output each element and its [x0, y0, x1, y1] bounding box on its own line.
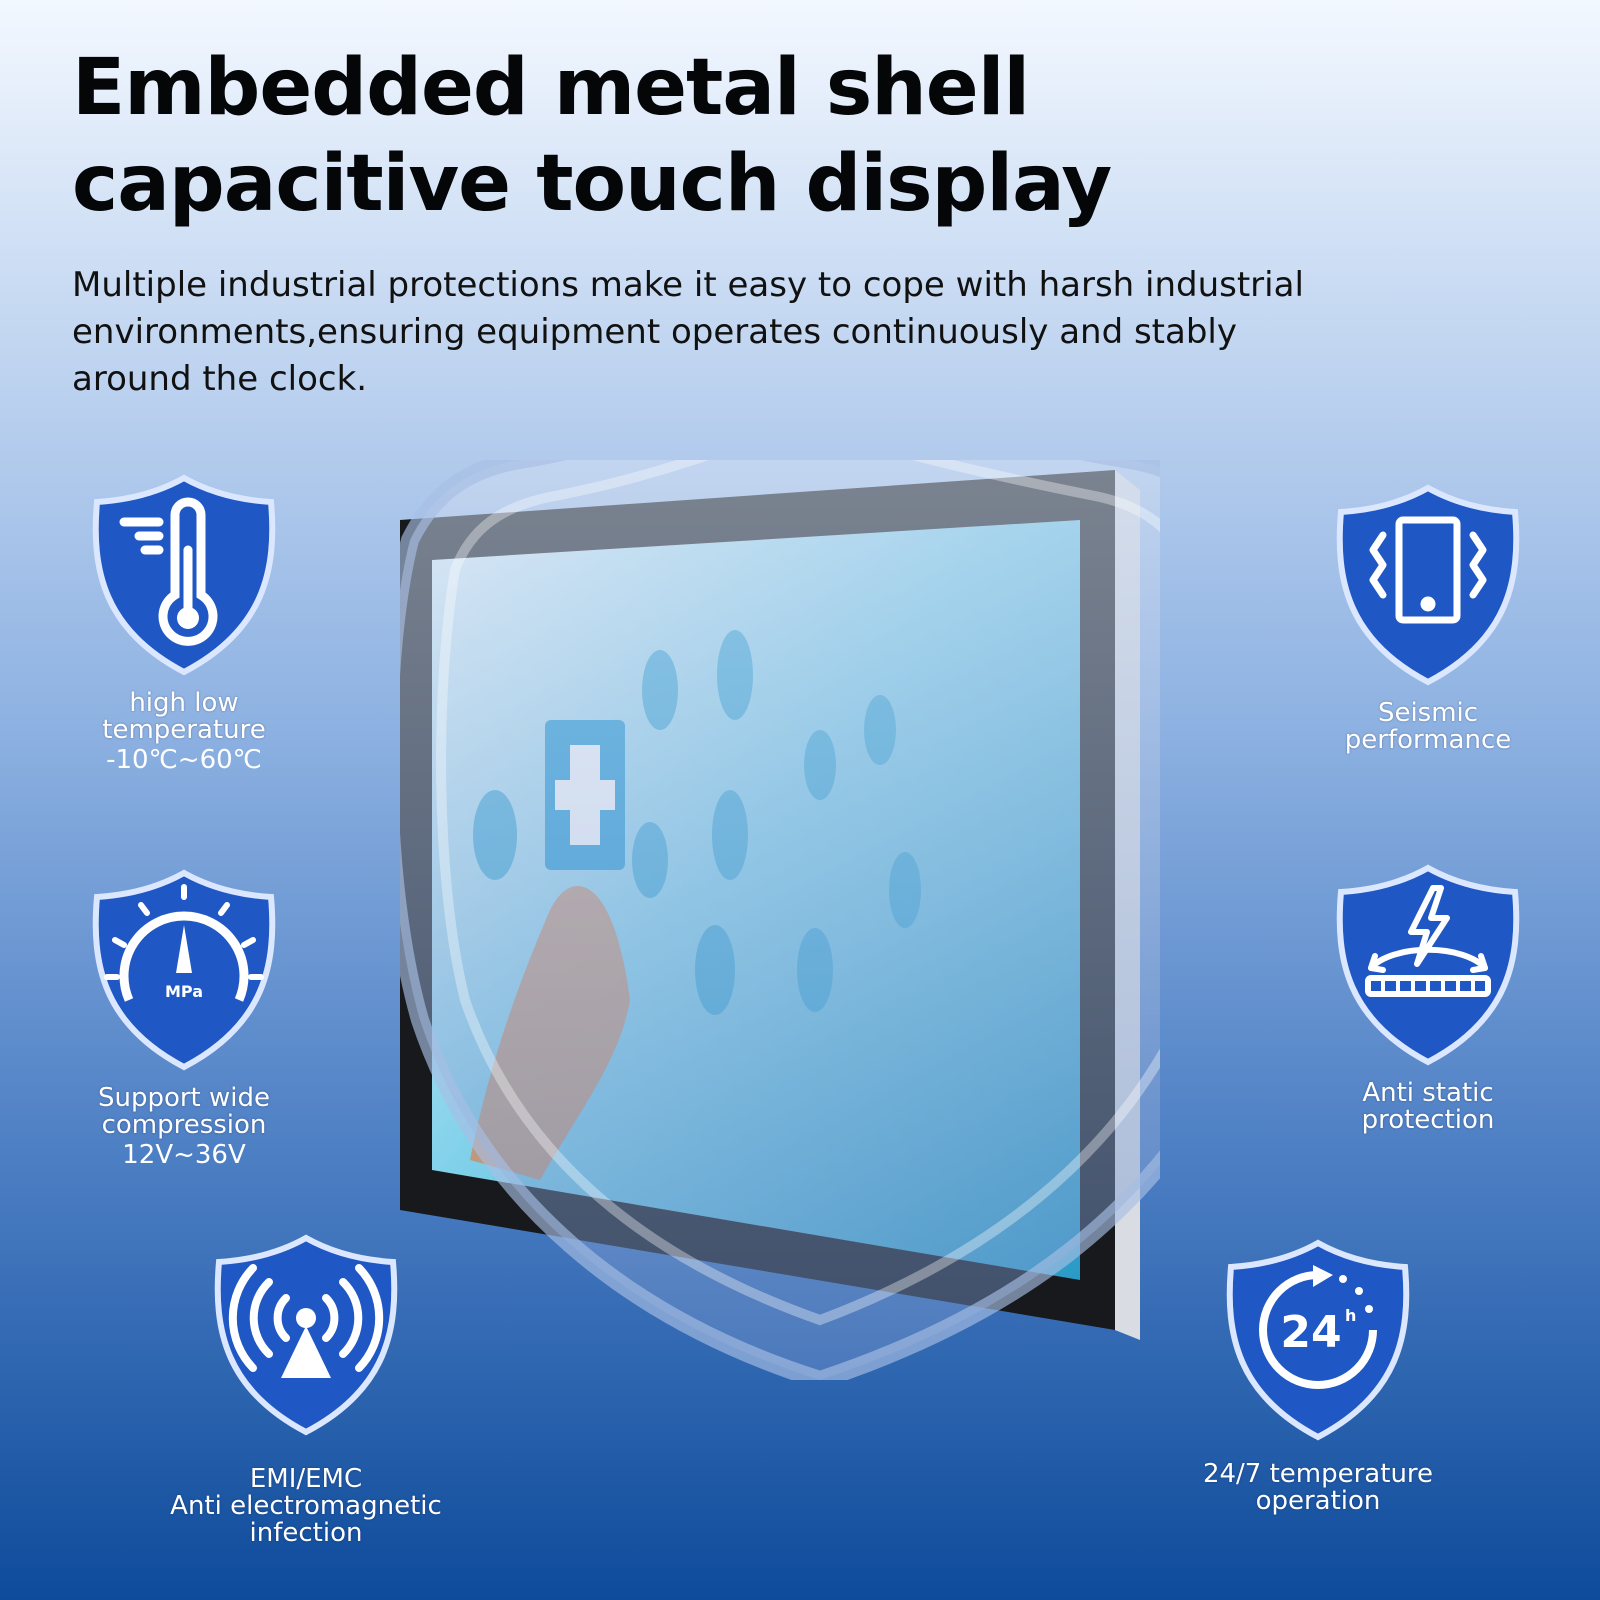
feature-label: 24/7 temperature operation [1148, 1461, 1488, 1515]
feature-label-line: Anti electromagnetic [170, 1491, 442, 1521]
feature-label-line: Anti static [1362, 1078, 1494, 1108]
shield-badge [1336, 484, 1520, 686]
shield-badge [1336, 864, 1520, 1066]
page-title: Embedded metal shell capacitive touch di… [72, 43, 1112, 229]
shield-badge: 24 h [1226, 1239, 1410, 1441]
gauge-unit-text: MPa [165, 982, 203, 1001]
feature-label: Anti static protection [1258, 1080, 1598, 1134]
feature-label-line: temperature [102, 715, 266, 745]
feature-label-line: 24/7 temperature [1202, 1459, 1434, 1489]
lightning-icon [1365, 885, 1491, 997]
feature-label-line: operation [1255, 1486, 1381, 1516]
vibrating-phone-icon [1369, 516, 1487, 624]
feature-label-line: high low [129, 688, 239, 718]
feature-value: 12V~36V [122, 1140, 246, 1170]
feature-label-line: infection [249, 1518, 363, 1548]
feature-compression: MPa Support wide compression 12V~36V [14, 865, 354, 1171]
clock-unit-text: h [1345, 1306, 1356, 1325]
clock-number-text: 24 [1280, 1307, 1341, 1358]
touch-display-illustration [400, 460, 1160, 1380]
feature-seismic: Seismic performance [1258, 480, 1598, 754]
feature-emi: EMI/EMC Anti electromagnetic infection [136, 1230, 476, 1547]
signal-tower-icon [228, 1264, 384, 1378]
feature-label-line: Seismic [1377, 698, 1479, 728]
shield-badge: MPa [92, 869, 276, 1071]
shield-badge [92, 474, 276, 676]
feature-operation: 24 h 24/7 temperature operation [1148, 1235, 1488, 1515]
feature-label: EMI/EMC Anti electromagnetic infection [136, 1466, 476, 1547]
feature-label: Support wide compression [14, 1085, 354, 1139]
shield-badge [214, 1234, 398, 1436]
feature-label-line: protection [1361, 1105, 1495, 1135]
thermometer-icon [119, 497, 218, 646]
feature-antistatic: Anti static protection [1258, 860, 1598, 1134]
feature-label: high low temperature [14, 690, 354, 744]
feature-label-line: EMI/EMC [249, 1464, 363, 1494]
feature-label: Seismic performance [1258, 700, 1598, 754]
pressure-gauge-icon: MPa [104, 884, 264, 1002]
feature-value: -10℃~60℃ [106, 745, 262, 775]
page-subtitle: Multiple industrial protections make it … [72, 265, 1304, 399]
feature-label-line: compression [101, 1110, 267, 1140]
feature-label-line: Support wide [97, 1083, 271, 1113]
feature-temperature: high low temperature -10℃~60℃ [14, 470, 354, 776]
clock-24h-icon: 24 h [1259, 1265, 1377, 1389]
feature-label-line: performance [1344, 725, 1512, 755]
